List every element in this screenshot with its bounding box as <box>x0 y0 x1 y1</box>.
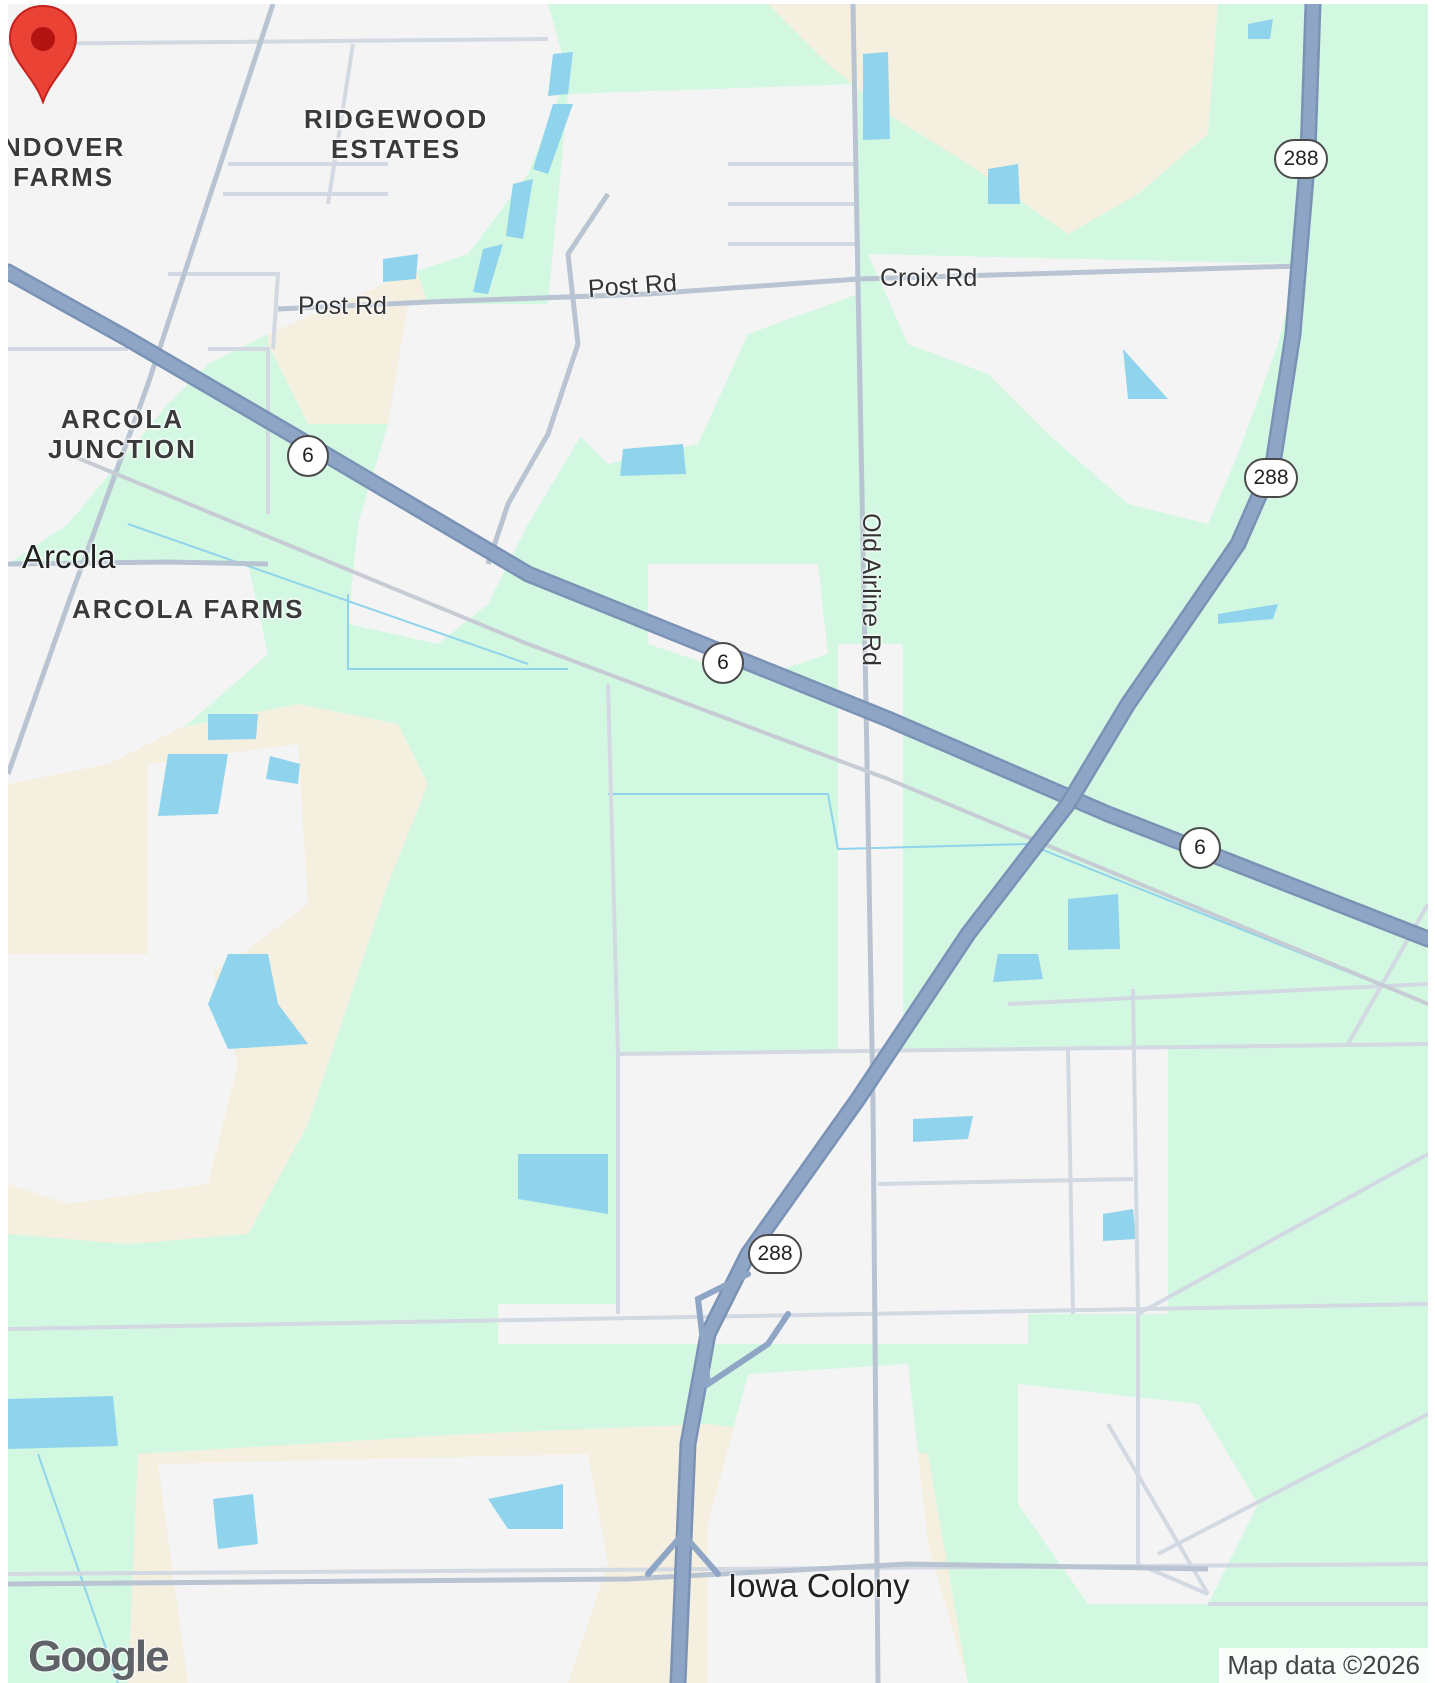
minor-road <box>168 272 281 350</box>
minor-road <box>1007 982 1428 1006</box>
pond <box>158 754 228 816</box>
pond <box>533 104 573 174</box>
minor-road <box>617 1042 1428 1056</box>
sh-288-shield: 288 <box>748 1234 802 1274</box>
pond <box>383 254 418 282</box>
us-6-shield: 6 <box>702 642 744 684</box>
road-label-post-rd-west: Post Rd <box>298 292 387 320</box>
canal <box>37 1453 119 1683</box>
curving-road <box>485 192 611 565</box>
urban-area-ridgewood <box>548 84 858 464</box>
pond <box>506 179 533 239</box>
pond <box>213 1494 258 1549</box>
pond <box>1248 19 1273 39</box>
urban-area-west-block <box>8 564 268 784</box>
pond <box>993 954 1043 982</box>
us-6-shield: 6 <box>287 435 329 477</box>
minor-road <box>326 43 355 205</box>
urban-area-northwest <box>8 4 568 564</box>
post-rd-line <box>277 263 1299 312</box>
urban-area-west-lower <box>8 954 238 1204</box>
urban-area-central-west <box>348 304 588 644</box>
urban-area-south <box>158 1454 608 1683</box>
pond <box>620 444 686 476</box>
pond <box>266 756 300 784</box>
canal <box>608 793 1428 1005</box>
iowa-colony-road <box>8 1561 1209 1587</box>
minor-road <box>1137 1152 1428 1316</box>
urban-area-strip <box>498 1304 1028 1344</box>
pond <box>1068 894 1120 950</box>
minor-road <box>1157 1412 1428 1556</box>
canals <box>37 523 1428 1683</box>
place-label-arcola: Arcola <box>22 538 116 575</box>
highways <box>8 4 1428 1683</box>
sh-288-highway-core <box>672 4 1319 1683</box>
pond <box>488 1484 563 1529</box>
google-logo: Google <box>28 1632 170 1681</box>
us-6-highway-core <box>8 266 1428 945</box>
road-label-old-airline-rd: Old Airline Rd <box>856 513 885 666</box>
pond <box>863 52 890 140</box>
place-label-iowa-colony: Iowa Colony <box>728 1567 910 1604</box>
pond <box>548 52 573 96</box>
minor-road <box>1066 1048 1075 1315</box>
water-bodies <box>8 19 1278 1549</box>
pond <box>208 714 258 740</box>
map-attribution[interactable]: Map data ©2026 <box>1219 1648 1428 1683</box>
railway-line <box>67 452 1428 1006</box>
pond <box>518 1154 608 1214</box>
minor-road <box>8 37 549 46</box>
sh-288-south-ramps <box>645 1529 721 1577</box>
pond <box>1218 604 1278 624</box>
us-6-shield: 6 <box>1179 827 1221 869</box>
minor-road <box>1131 988 1140 1315</box>
pond <box>913 1116 973 1142</box>
urban-area-iowa-colony <box>708 1364 968 1683</box>
pond <box>208 954 308 1049</box>
canal <box>127 523 529 665</box>
pond <box>1123 349 1168 399</box>
sh-288-ramp <box>694 1271 791 1390</box>
sh-288-shield: 288 <box>1274 139 1328 179</box>
map-base-layer <box>8 4 1428 1683</box>
minor-road <box>606 683 620 1055</box>
canal <box>347 594 568 670</box>
road-label-croix-rd: Croix Rd <box>880 264 978 292</box>
road-label-post-rd-east: Post Rd <box>587 268 678 304</box>
diagonal-road-west <box>8 4 276 775</box>
sh-288-shield: 288 <box>1244 458 1298 498</box>
north-road <box>8 559 269 567</box>
place-label-arcola-farms: ARCOLA FARMS <box>72 594 305 624</box>
map-pin-icon[interactable] <box>8 4 78 104</box>
minor-road <box>877 1177 1134 1186</box>
minor-roads <box>8 37 1428 1606</box>
pond <box>988 164 1020 204</box>
minor-road <box>208 347 270 514</box>
minor-road <box>1136 1314 1209 1596</box>
urban-area-east <box>868 254 1298 524</box>
pond <box>473 244 503 294</box>
pond <box>8 1396 118 1449</box>
pond <box>1103 1209 1136 1241</box>
minor-road <box>1106 1422 1210 1596</box>
